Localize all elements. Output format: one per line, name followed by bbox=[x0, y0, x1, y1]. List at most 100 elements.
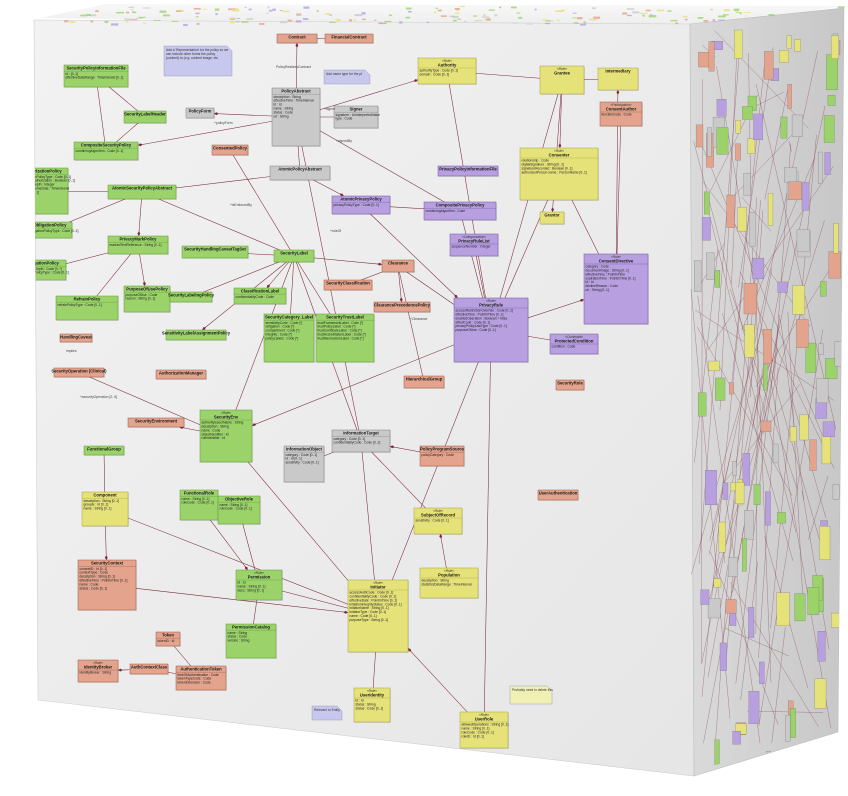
uml-class-privacyrulelist[interactable]: «Categorization»PrivacyRuleListsequenceN… bbox=[449, 233, 499, 257]
uml-class-privacypolicyinfofile[interactable]: PrivacyPolicyInformationFile bbox=[437, 165, 499, 177]
uml-class-securityclassification[interactable]: SecurityClassification bbox=[323, 279, 373, 291]
aggregation-diamond bbox=[558, 143, 562, 148]
uml-class-compositesecuritypolicy[interactable]: CompositeSecurityPolicycombiningAlgorith… bbox=[73, 141, 139, 161]
uml-class-financialcontract[interactable]: FinancialContract bbox=[324, 33, 374, 44]
class-box bbox=[127, 417, 185, 428]
uml-class-hierarchicalgroup[interactable]: HierarchicalGroup bbox=[403, 375, 445, 389]
uml-class-securitylabelheader[interactable]: SecurityLabelHeader bbox=[123, 110, 167, 124]
uml-class-authcontextclass[interactable]: AuthContextClass bbox=[129, 663, 169, 675]
class-stereotype: «Role» bbox=[93, 661, 103, 665]
uml-class-grantee[interactable]: «Role»Grantee bbox=[539, 65, 585, 95]
uml-class-consentedpolicy[interactable]: ConsentedPolicy bbox=[211, 144, 249, 156]
uml-class-atomicpolicyabstract[interactable]: AtomicPolicyAbstract bbox=[269, 165, 331, 181]
class-attribute: expirationTime : PointInTime [0..1] bbox=[586, 276, 636, 280]
uml-class-securityoperation[interactable]: SecurityOperation (Clinical) bbox=[51, 367, 107, 378]
note-text: (content) to (e.g. content image, etc bbox=[166, 56, 218, 60]
uml-class-policyform[interactable]: PolicyForm bbox=[185, 107, 215, 119]
uml-class-atomicsecuritypolicyabstract[interactable]: AtomicSecurityPolicyAbstract bbox=[107, 184, 177, 200]
side-class-box bbox=[713, 578, 722, 588]
uml-class-grantor[interactable]: Grantor bbox=[539, 211, 565, 225]
uml-class-authorizationmanager[interactable]: AuthorizationManager bbox=[155, 369, 207, 380]
uml-class-securitylabelingpolicy[interactable]: SecurityLabelingPolicy bbox=[168, 291, 215, 303]
class-name: Population bbox=[438, 572, 460, 577]
uml-class-clearanceprecedencepolicy[interactable]: ClearancePrecedencePolicy bbox=[373, 301, 431, 313]
uml-class-authorizationpolicy[interactable]: AuthorizationPolicyauthorizationPolicyTy… bbox=[16, 167, 75, 215]
top-speck bbox=[231, 9, 240, 12]
uml-class-intermediary[interactable]: Intermediary bbox=[597, 67, 639, 91]
uml-class-handlingcaveat[interactable]: HandlingCaveat bbox=[59, 333, 93, 343]
top-speck bbox=[735, 11, 740, 13]
uml-class-protectedcondition[interactable]: «Constraint»ProtectedConditioncondition … bbox=[549, 333, 599, 355]
uml-class-securityhandlingcaveat[interactable]: SecurityHandlingCaveatTagSet bbox=[181, 245, 249, 259]
uml-class-contract[interactable]: Contract bbox=[276, 33, 318, 44]
top-speck bbox=[195, 13, 199, 15]
class-box bbox=[449, 233, 499, 257]
top-speck bbox=[474, 20, 483, 22]
class-attribute: authorityType : Code [0..1] bbox=[420, 69, 459, 73]
top-speck bbox=[246, 18, 254, 20]
class-attribute: documentImage : String [0..1] bbox=[586, 269, 629, 273]
uml-class-userauthentication[interactable]: UserAuthentication bbox=[537, 489, 579, 501]
aggregation-diamond bbox=[118, 668, 123, 672]
class-attribute: name : String bbox=[228, 631, 248, 635]
uml-class-compositeprivacypolicy[interactable]: CompositePrivacyPolicycombiningAlgorithm… bbox=[423, 201, 497, 221]
side-class-box bbox=[763, 364, 768, 391]
top-speck bbox=[670, 19, 678, 22]
class-box bbox=[107, 184, 177, 200]
class-box bbox=[235, 569, 283, 601]
uml-class-privacyrule[interactable]: «Role»PrivacyRuleaccessRestrictionOverri… bbox=[453, 297, 529, 363]
class-attribute: authorizedPerson name : PersonName [0..1… bbox=[522, 170, 587, 174]
uml-class-clearance[interactable]: Clearance bbox=[381, 259, 415, 273]
class-attribute: name : String bbox=[274, 107, 294, 111]
class-attribute: uri : String bbox=[274, 114, 289, 118]
side-line bbox=[697, 295, 761, 744]
uml-class-sensitivitylabelpolicy[interactable]: SensitivityLabelAssignmentPolicy bbox=[162, 329, 231, 341]
uml-class-authenticationtoken[interactable]: AuthenticationTokentimeOfAuthentication … bbox=[175, 665, 227, 691]
side-line bbox=[707, 205, 764, 434]
association-line bbox=[483, 329, 492, 731]
uml-class-functionalgroup[interactable]: FunctionalGroup bbox=[83, 445, 125, 456]
class-attribute: effectiveTime : PointInTime [0..1] bbox=[80, 579, 128, 583]
side-line bbox=[709, 551, 779, 725]
uml-class-securityrole[interactable]: SecurityRole bbox=[555, 379, 585, 391]
top-speck bbox=[449, 15, 455, 18]
uml-class-securityenvironment[interactable]: SecurityEnvironment bbox=[127, 417, 185, 428]
cube-front-face bbox=[33, 19, 695, 777]
uml-class-consentauthor[interactable]: «Participation»ConsentAuthorfunctionCode… bbox=[599, 101, 643, 127]
side-line bbox=[729, 124, 802, 201]
uml-class-securitylabel[interactable]: SecurityLabel bbox=[273, 249, 315, 263]
side-class-box bbox=[748, 212, 757, 247]
